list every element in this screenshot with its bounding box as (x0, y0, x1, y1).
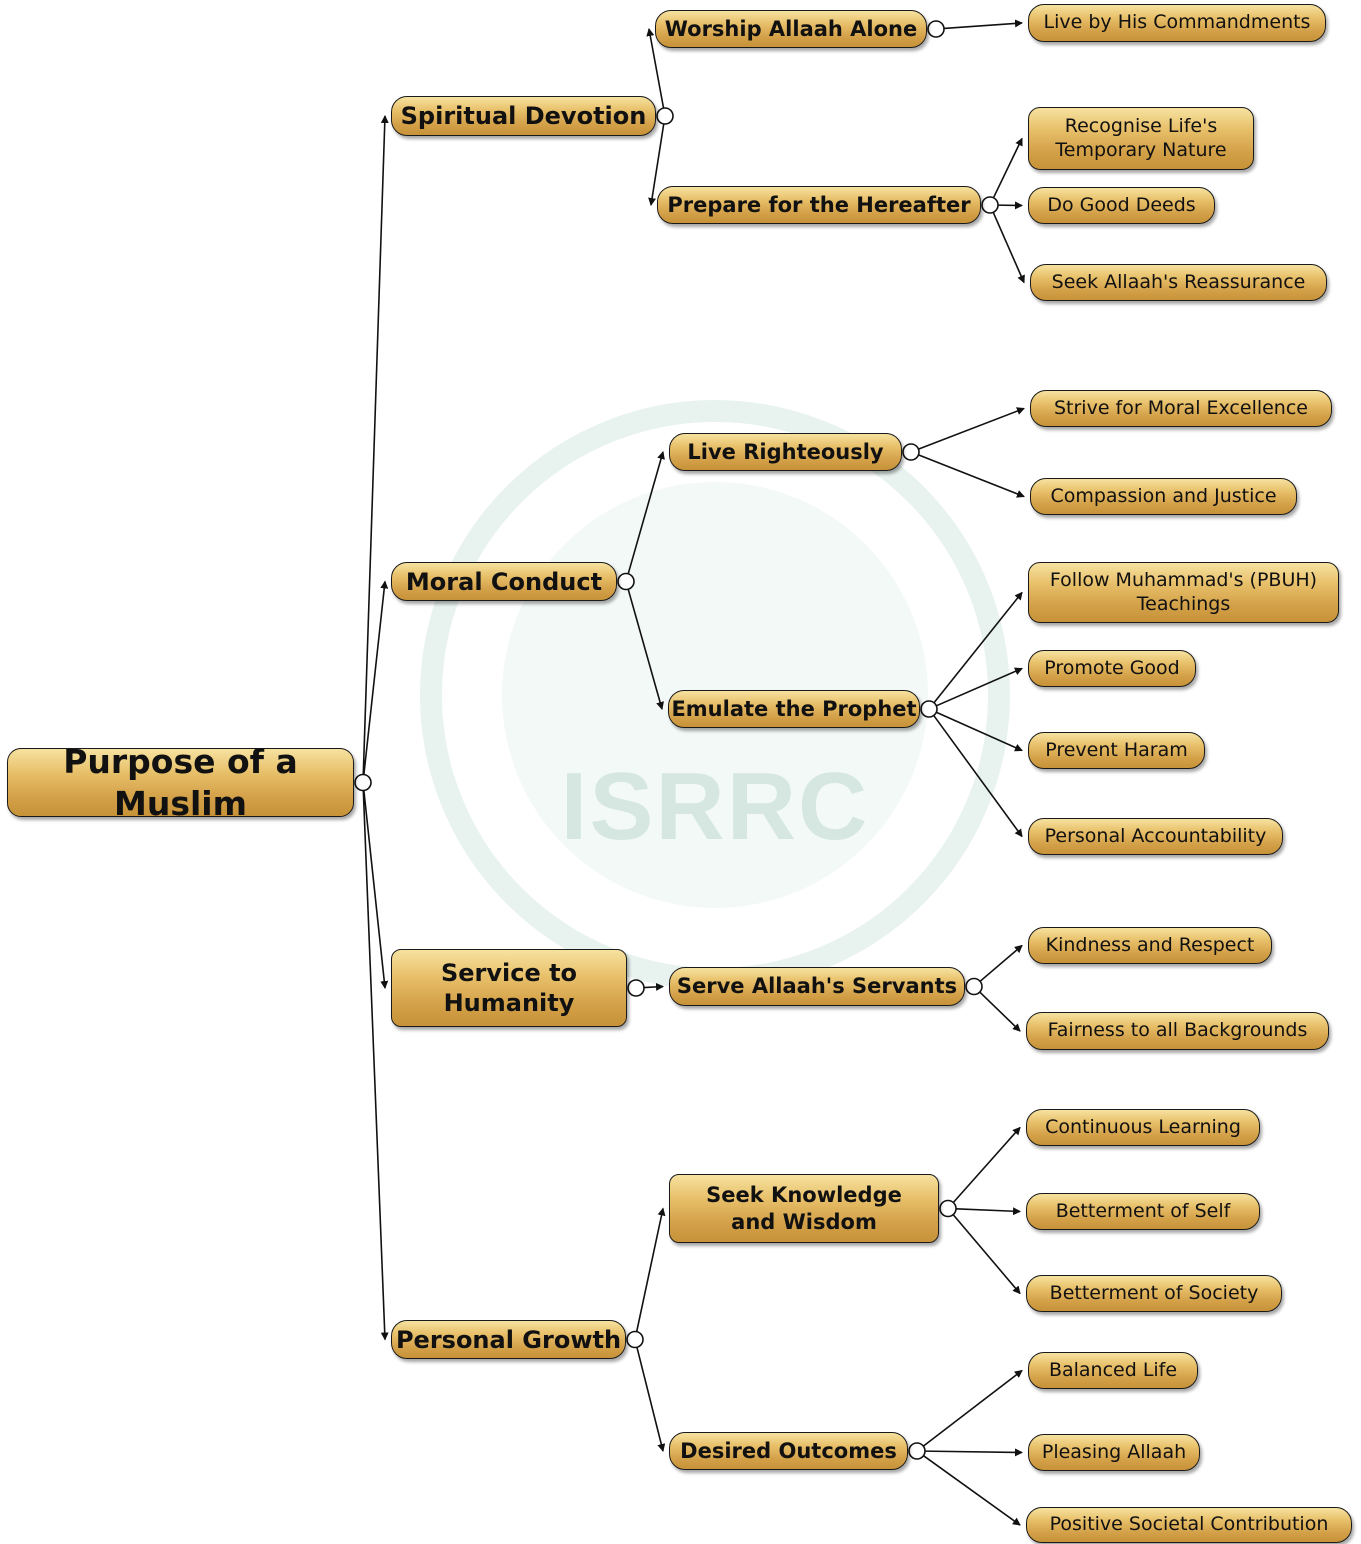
branch-service-to-humanity: Service to Humanity (391, 949, 627, 1027)
connector-arrow (992, 212, 1025, 284)
node-serve-allaahs-servants: Serve Allaah's Servants (669, 967, 965, 1006)
connector-arrow (635, 1207, 666, 1332)
node-worship-allaah-alone: Worship Allaah Alone (655, 10, 927, 48)
connector-knob (354, 773, 372, 792)
connector-arrow (363, 790, 389, 989)
connector-arrow (627, 588, 664, 710)
leaf-betterment-of-self: Betterment of Self (1026, 1193, 1260, 1230)
connector-arrow (362, 115, 389, 775)
connector-knob (927, 20, 945, 38)
leaf-fairness-to-all-backgrounds: Fairness to all Backgrounds (1026, 1012, 1329, 1050)
connector-knob (902, 443, 920, 461)
connector-arrow (918, 454, 1025, 498)
connector-arrow (643, 982, 664, 991)
leaf-follow-muhammads-teachings: Follow Muhammad's (PBUH) Teachings (1028, 562, 1339, 623)
connector-knob (627, 979, 645, 997)
connector-arrow (923, 1455, 1021, 1526)
connector-arrow (363, 580, 389, 775)
leaf-prevent-haram: Prevent Haram (1028, 732, 1205, 769)
leaf-do-good-deeds: Do Good Deeds (1028, 187, 1215, 224)
leaf-recognise-lifes-temporary-nature: Recognise Life's Temporary Nature (1028, 107, 1254, 170)
leaf-continuous-learning: Continuous Learning (1026, 1109, 1260, 1146)
leaf-pleasing-allaah: Pleasing Allaah (1028, 1434, 1200, 1471)
node-prepare-for-hereafter: Prepare for the Hereafter (657, 186, 981, 224)
connector-knob (965, 977, 983, 996)
connector-arrow (933, 714, 1023, 838)
node-desired-outcomes: Desired Outcomes (669, 1432, 908, 1470)
node-live-righteously: Live Righteously (669, 433, 902, 471)
connector-arrow (918, 407, 1025, 450)
connector-knob (617, 572, 635, 591)
connector-knob (626, 1330, 644, 1349)
connector-arrow (627, 451, 665, 575)
connector-arrow (979, 944, 1023, 982)
connector-arrow (992, 137, 1023, 199)
leaf-kindness-and-respect: Kindness and Respect (1028, 927, 1272, 964)
connector-arrow (648, 123, 665, 206)
leaf-betterment-of-society: Betterment of Society (1026, 1275, 1282, 1312)
leaf-live-by-his-commandments: Live by His Commandments (1028, 4, 1326, 42)
leaf-positive-societal-contribution: Positive Societal Contribution (1026, 1507, 1352, 1543)
connector-arrow (362, 790, 389, 1341)
leaf-balanced-life: Balanced Life (1028, 1352, 1198, 1389)
connector-knob (920, 700, 938, 718)
connector-arrow (636, 1347, 666, 1452)
leaf-promote-good: Promote Good (1028, 650, 1196, 687)
connector-knob (981, 196, 999, 214)
leaf-strive-for-moral-excellence: Strive for Moral Excellence (1030, 390, 1332, 427)
root-node: Purpose of a Muslim (7, 742, 354, 823)
node-emulate-the-prophet: Emulate the Prophet (668, 690, 920, 728)
connector-knob (656, 107, 674, 125)
leaf-seek-allaahs-reassurance: Seek Allaah's Reassurance (1030, 264, 1327, 301)
branch-personal-growth: Personal Growth (391, 1320, 626, 1359)
connector-arrow (979, 991, 1021, 1032)
branch-moral-conduct: Moral Conduct (391, 562, 617, 601)
connector-arrow (943, 19, 1023, 30)
leaf-compassion-and-justice: Compassion and Justice (1030, 478, 1297, 515)
connector-knob (939, 1199, 957, 1218)
connector-arrow (952, 1126, 1021, 1204)
connector-arrow (922, 1369, 1023, 1447)
connector-arrow (924, 1448, 1023, 1457)
connector-arrow (952, 1214, 1021, 1295)
node-seek-knowledge-and-wisdom: Seek Knowledge and Wisdom (669, 1174, 939, 1243)
connector-arrow (936, 667, 1023, 707)
connector-arrow (935, 711, 1023, 752)
connector-arrow (933, 591, 1023, 704)
connector-knob (908, 1442, 926, 1460)
connector-arrow (955, 1207, 1021, 1216)
connector-arrow (646, 28, 665, 109)
leaf-personal-accountability: Personal Accountability (1028, 818, 1283, 855)
branch-spiritual-devotion: Spiritual Devotion (391, 96, 656, 136)
